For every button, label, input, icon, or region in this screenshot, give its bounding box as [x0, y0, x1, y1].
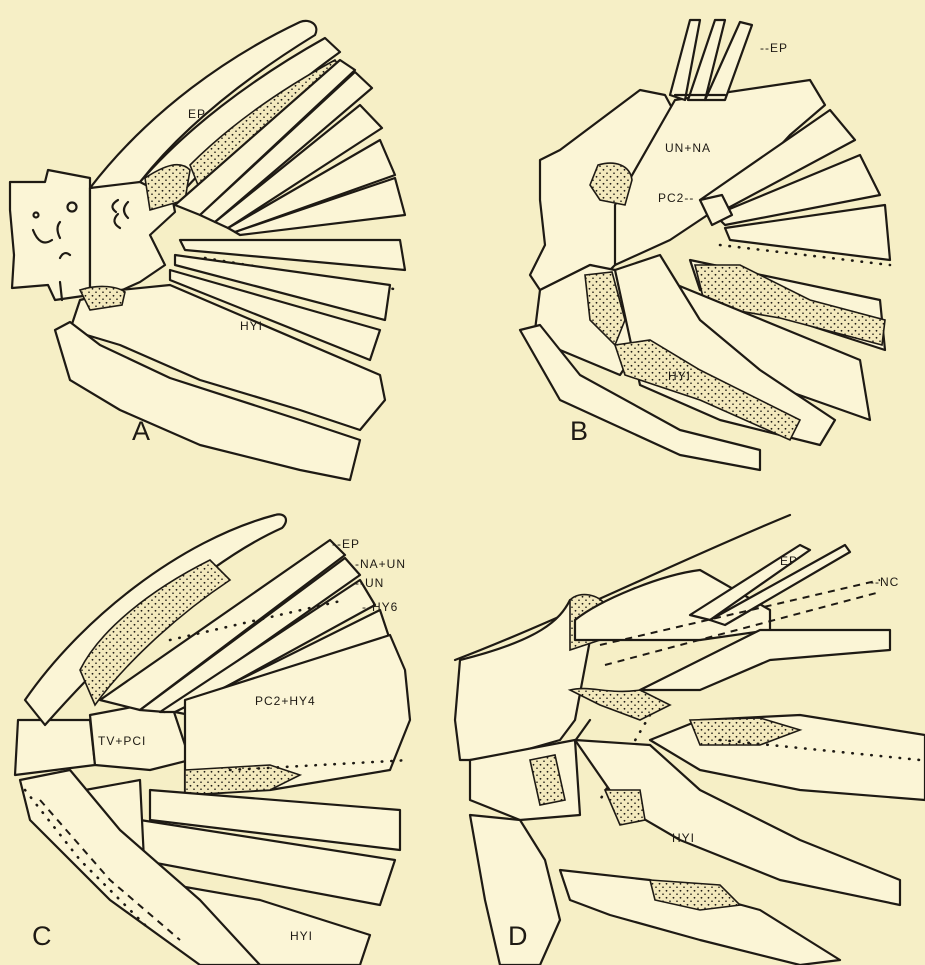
panel-letter-a: A — [132, 416, 150, 446]
panel-d: EP --NC HYI D — [455, 515, 925, 965]
label-ep: EP — [188, 107, 206, 121]
stippled-cartilage — [185, 765, 300, 795]
label-pc2: PC2-- — [658, 191, 694, 205]
label-ep: --EP — [332, 537, 360, 551]
panel-c: --EP -NA+UN --UN --HY6 PC2+HY4 TV+PCI HY… — [15, 514, 410, 965]
vertebra-centrum — [10, 170, 90, 300]
label-hy1: HYI — [290, 929, 313, 943]
panel-a: EP HYI A — [10, 21, 405, 480]
panel-letter-c: C — [32, 921, 52, 951]
label-nc: --NC — [870, 575, 899, 589]
label-hy1: HYI — [240, 319, 263, 333]
label-un: --UN — [355, 576, 384, 590]
label-ep: --EP — [760, 41, 788, 55]
label-hy6: --HY6 — [362, 600, 398, 614]
label-pc2-hy4: PC2+HY4 — [255, 694, 316, 708]
label-ep: EP — [780, 554, 798, 568]
panel-letter-b: B — [570, 416, 588, 446]
label-un-na: UN+NA — [665, 141, 711, 155]
label-tv-pc1: TV+PCI — [98, 734, 146, 748]
vertebra-centrum — [15, 720, 95, 775]
label-hy1: HYI — [668, 369, 691, 383]
label-na-un: -NA+UN — [355, 557, 406, 571]
panel-letter-d: D — [508, 921, 528, 951]
stippled-cartilage — [570, 689, 670, 720]
panel-b: --EP UN+NA PC2-- HYI B — [520, 20, 890, 470]
stippled-cartilage — [605, 790, 645, 825]
label-hy1: HYI — [672, 831, 695, 845]
